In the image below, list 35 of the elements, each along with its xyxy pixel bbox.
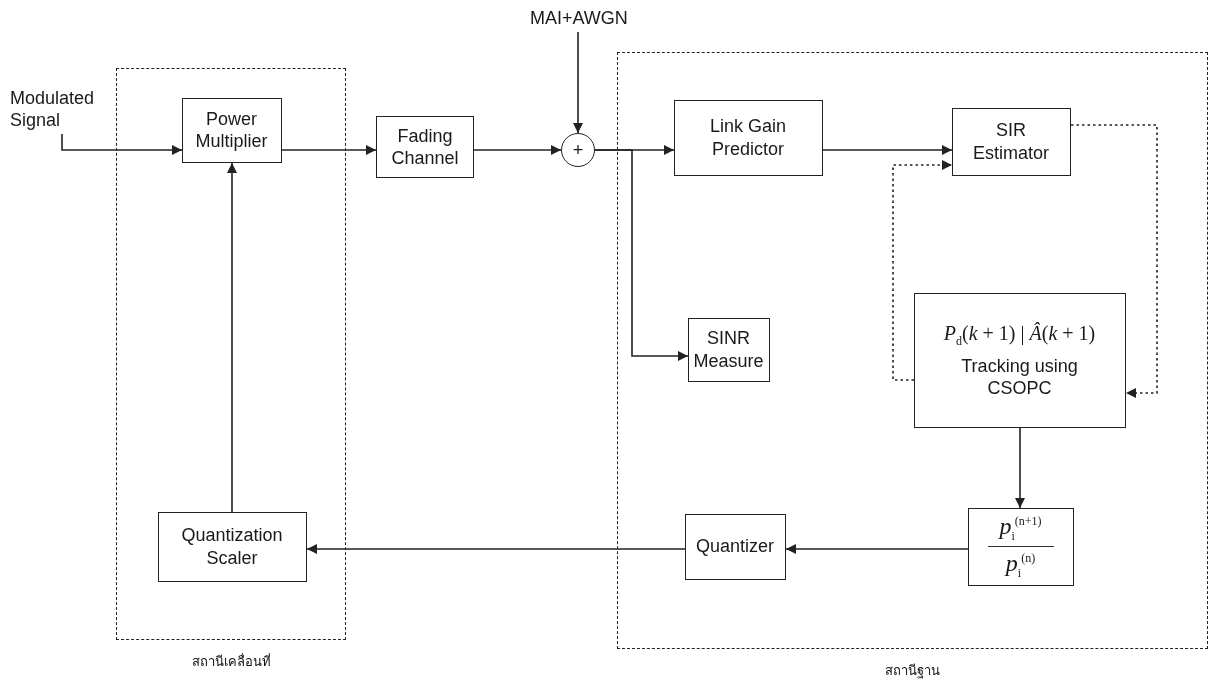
block-label: Power Multiplier xyxy=(194,107,269,153)
formula-text: P$_{d}$(k + 1) | Â(k + 1) xyxy=(943,320,1096,349)
arrow xyxy=(281,145,377,155)
arrow xyxy=(822,145,953,155)
process-box xyxy=(673,99,823,176)
process-box xyxy=(913,292,1126,428)
arrow xyxy=(227,162,237,513)
process-box xyxy=(181,97,282,163)
arrow xyxy=(61,133,183,155)
process-box xyxy=(157,511,307,582)
group-label: สถานีเคลื่อนที่ xyxy=(190,652,272,671)
process-box xyxy=(376,116,474,178)
block-label: SINR Measure xyxy=(692,327,765,372)
process-box xyxy=(684,513,786,580)
process-box xyxy=(687,317,770,382)
block-label: Tracking using CSOPC xyxy=(960,354,1079,400)
arrow xyxy=(573,31,583,134)
block-label: Quantizer xyxy=(694,535,775,558)
summing-junction: + xyxy=(561,133,595,167)
block-label: Quantization Scaler xyxy=(180,524,284,569)
process-box xyxy=(951,107,1071,176)
block-label: SIR Estimator xyxy=(972,119,1050,164)
arrow xyxy=(785,544,969,554)
group-label: สถานีฐาน xyxy=(884,662,941,681)
arrow xyxy=(1015,427,1025,509)
signal-label: MAI+AWGN xyxy=(529,8,629,30)
arrow xyxy=(306,544,686,554)
dotted-arrow xyxy=(892,160,953,381)
signal-label: Modulated Signal xyxy=(9,88,96,132)
arrow xyxy=(594,149,689,361)
dotted-arrow xyxy=(1070,124,1158,398)
arrow xyxy=(473,145,562,155)
block-label: Fading Channel xyxy=(390,124,460,170)
process-box xyxy=(967,507,1074,586)
block-label: Link Gain Predictor xyxy=(708,115,787,160)
